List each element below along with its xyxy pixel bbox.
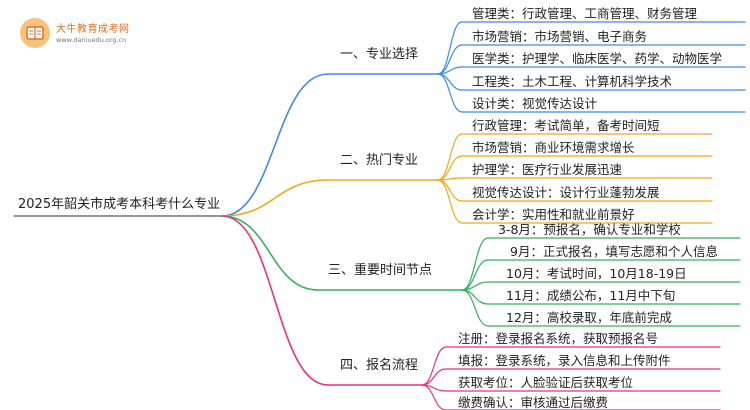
connector-branch-major-leaf-0 [437, 21, 463, 75]
logo-title: 大牛教育成考网 [56, 24, 130, 35]
connector-branch-dates-leaf-0 [461, 237, 489, 291]
leaf-step-seat: 获取考位：人脸验证后获取考位 [458, 375, 634, 390]
leaf-step-register: 注册：登录报名系统，获取预报名号 [458, 331, 659, 346]
branch-popular-majors: 二、热门专业 [340, 153, 419, 168]
leaf-step-payment: 缴费确认：审核通过后缴费 [458, 395, 609, 410]
branch-registration-process: 四、报名流程 [340, 358, 419, 373]
connector-branch-popular-leaf-1 [437, 155, 463, 181]
leaf-step-fill: 填报：登录系统，录入信息和上传附件 [458, 353, 671, 368]
connector-branch-major-leaf-4 [437, 73, 463, 113]
connector-branch-process-leaf-0 [421, 346, 447, 386]
leaf-hot-design: 视觉传达设计：设计行业蓬勃发展 [472, 185, 660, 200]
leaf-design: 设计类：视觉传达设计 [472, 96, 598, 111]
leaf-engineering: 工程类：土木工程、计算机科学技术 [472, 74, 673, 89]
connector-branch-popular-leaf-3 [437, 179, 463, 202]
book-logo-icon [20, 18, 50, 48]
connector-branch-popular [221, 179, 329, 217]
connector-branch-dates [221, 215, 319, 291]
connector-branch-process [221, 215, 329, 386]
connector-branch-popular-leaf-4 [437, 179, 463, 224]
branch-major-selection: 一、专业选择 [340, 47, 419, 62]
leaf-hot-marketing: 市场营销：商业环境需求增长 [472, 140, 635, 155]
connector-branch-major-leaf-1 [437, 44, 463, 75]
branch-key-dates: 三、重要时间节点 [328, 263, 433, 278]
leaf-date-nov: 11月：成绩公布，11月中下旬 [506, 288, 676, 303]
leaf-management: 管理类：行政管理、工商管理、财务管理 [472, 6, 698, 21]
site-logo: 大牛教育成考网 www.daniuedu.org.cn [18, 16, 138, 52]
leaf-hot-admin: 行政管理：考试简单，备考时间短 [472, 118, 660, 133]
leaf-hot-accounting: 会计学：实用性和就业前景好 [472, 207, 635, 222]
leaf-date-dec: 12月：高校录取，年底前完成 [506, 310, 672, 325]
connector-branch-major [221, 73, 329, 217]
logo-url: www.daniuedu.org.cn [56, 36, 127, 44]
connector-branch-dates-leaf-1 [461, 259, 489, 291]
leaf-date-oct: 10月：考试时间，10月18-19日 [506, 266, 687, 281]
connector-branch-process-leaf-1 [421, 368, 447, 386]
connector-branch-dates-leaf-3 [461, 289, 489, 305]
leaf-marketing: 市场营销：市场营销、电子商务 [472, 29, 648, 44]
connector-branch-dates-leaf-4 [461, 289, 489, 327]
connector-branch-popular-leaf-0 [437, 133, 463, 181]
leaf-date-sep: 9月：正式报名，填写志愿和个人信息 [510, 244, 718, 259]
connector-branch-process-leaf-3 [421, 384, 447, 410]
root-node: 2025年韶关市成考本科考什么专业 [18, 197, 221, 212]
leaf-hot-nursing: 护理学：医疗行业发展迅速 [472, 162, 623, 177]
leaf-date-mar-aug: 3-8月：预报名，确认专业和学校 [498, 222, 681, 237]
connector-branch-major-leaf-3 [437, 73, 463, 91]
leaf-medical: 医学类：护理学、临床医学、药学、动物医学 [472, 51, 723, 66]
